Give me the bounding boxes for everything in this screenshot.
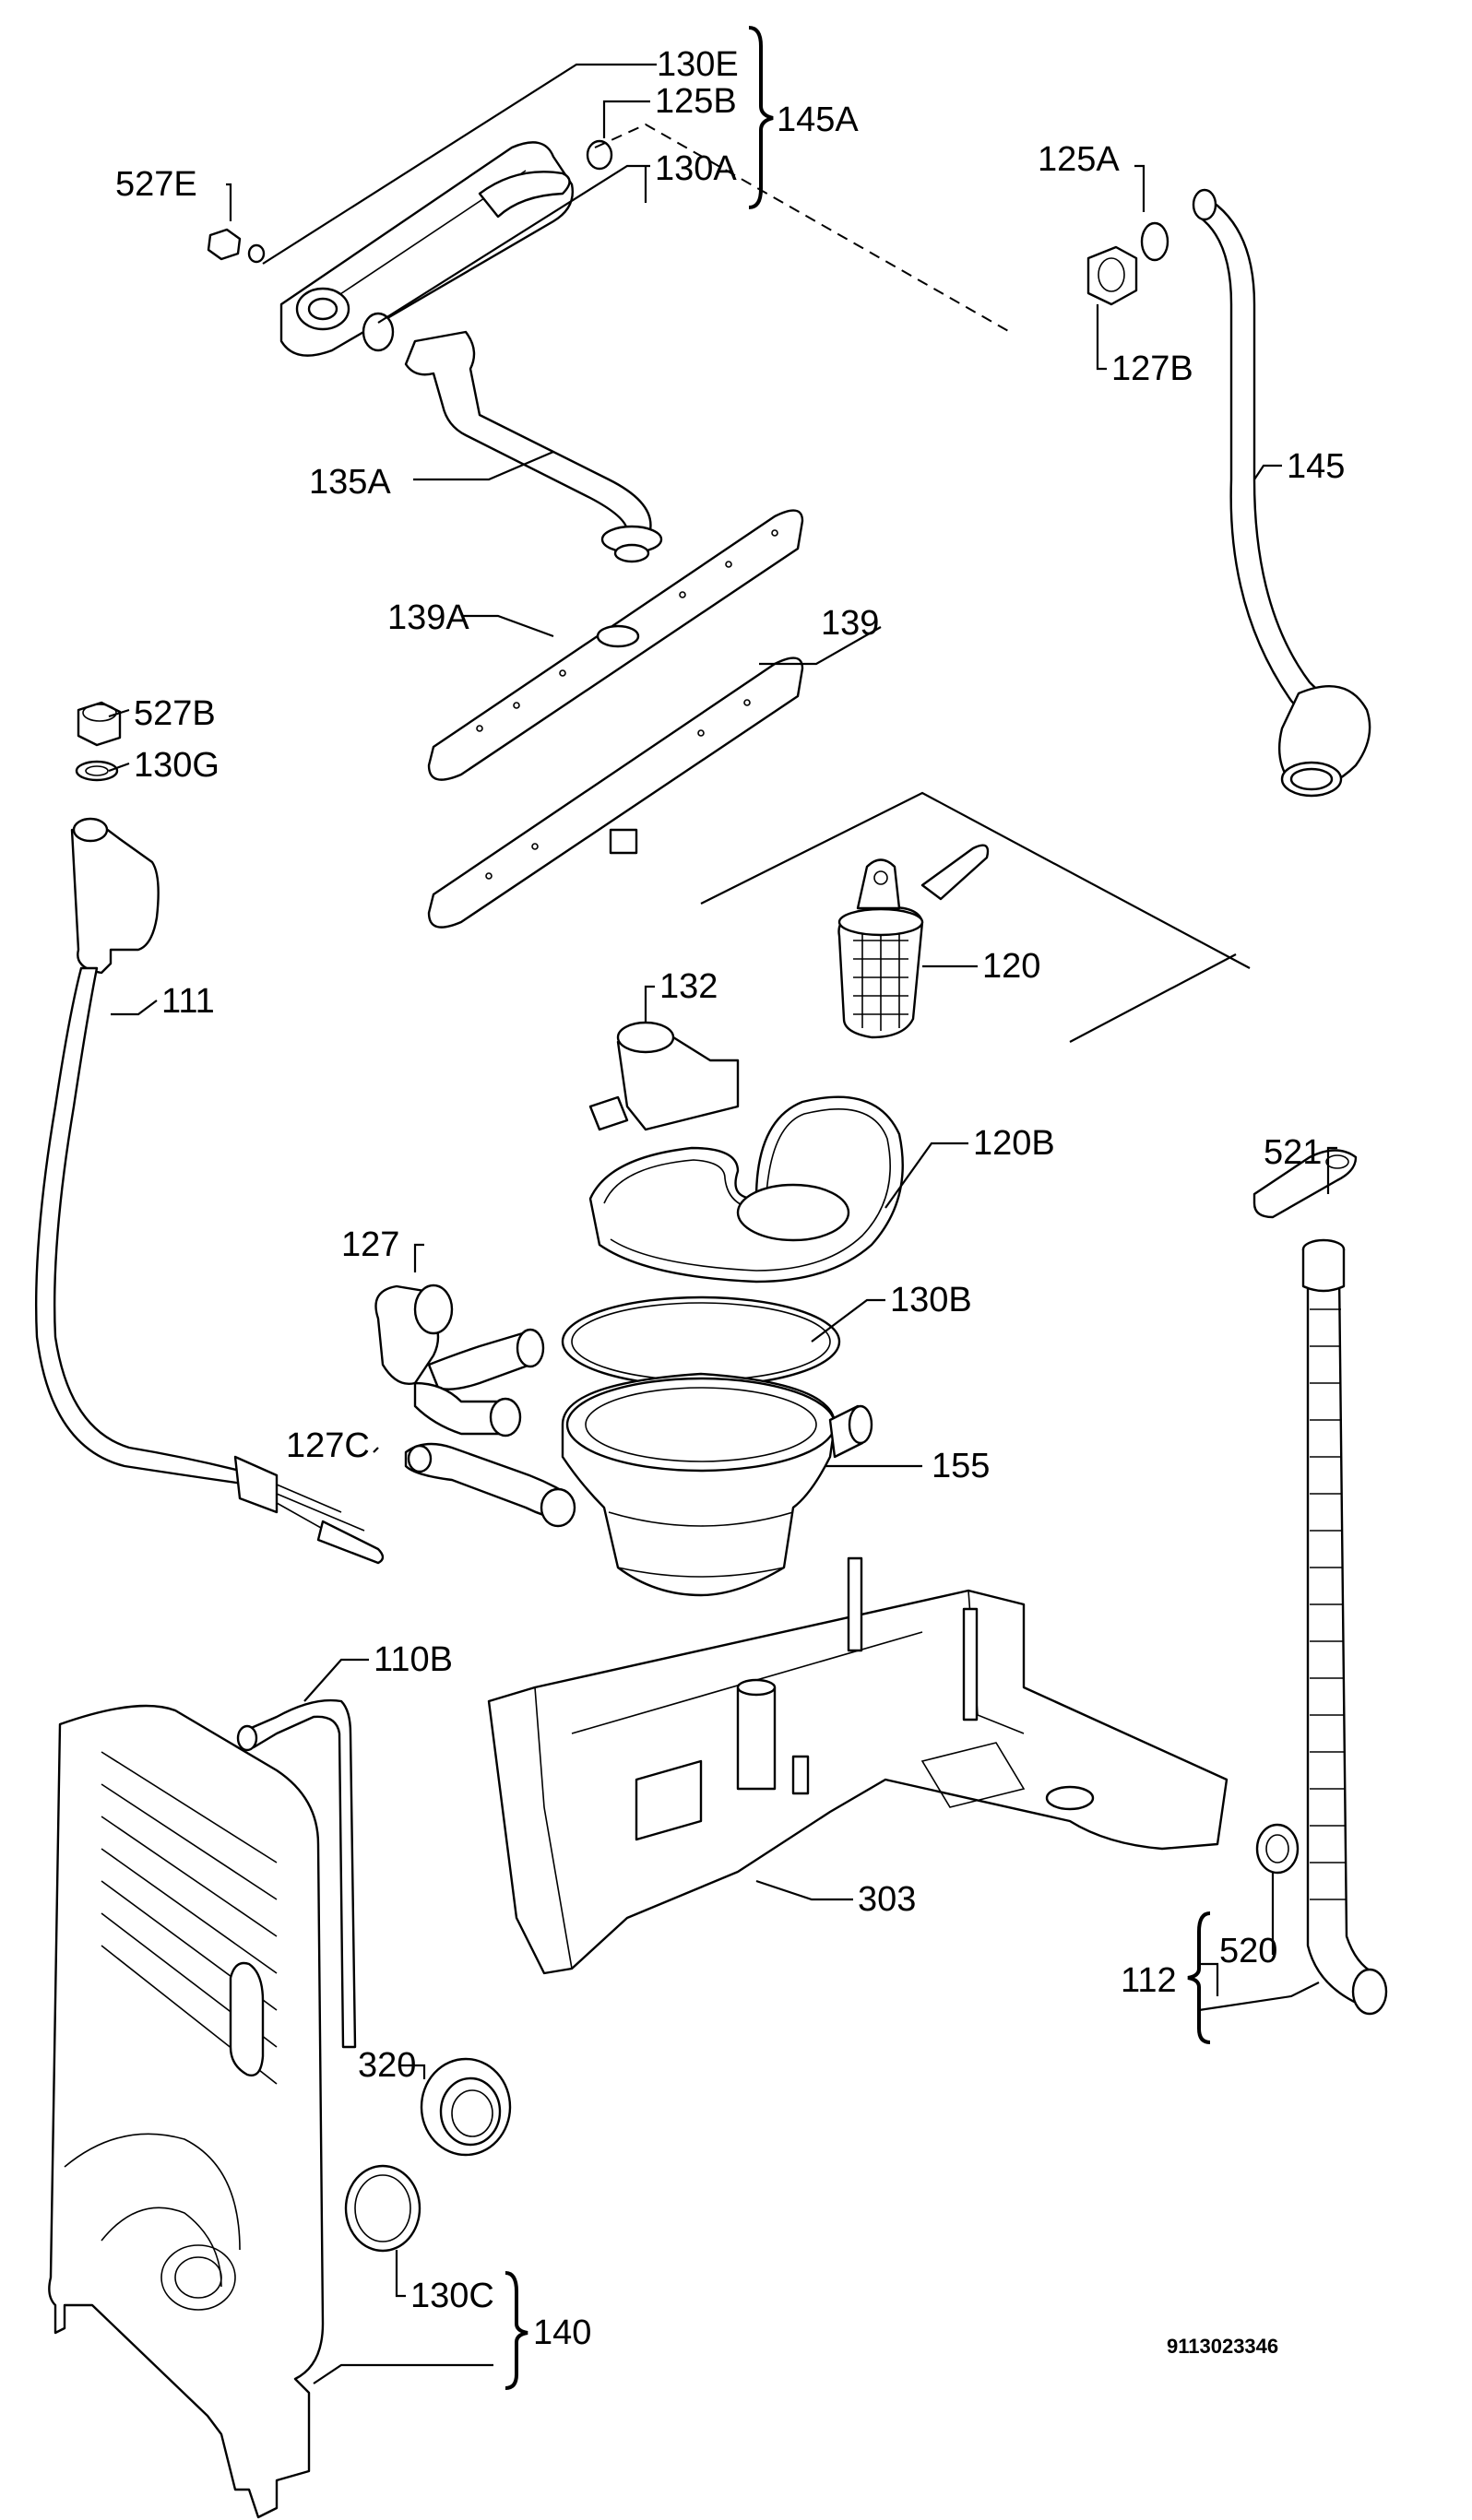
spray-arm-139a-part — [427, 509, 804, 781]
seal-320-part — [420, 2057, 512, 2157]
clip-521-part — [1252, 1149, 1358, 1219]
drain-hose-112-part — [1301, 1238, 1388, 2016]
inlet-hose-111-part — [34, 817, 385, 1565]
label-145: 145 — [1287, 447, 1345, 486]
label-145a: 145A — [777, 101, 859, 139]
label-303: 303 — [858, 1880, 916, 1919]
washer-130g-part — [75, 760, 119, 782]
label-127c: 127C — [286, 1426, 370, 1465]
float-switch-132-part — [588, 1021, 740, 1131]
leader-lines — [108, 63, 1337, 2384]
brace-112 — [1187, 1911, 1211, 2044]
label-140: 140 — [533, 2313, 591, 2352]
hose-145-part — [1192, 188, 1371, 798]
label-155: 155 — [932, 1447, 990, 1485]
label-139: 139 — [821, 604, 879, 643]
label-112: 112 — [1121, 1961, 1177, 2000]
nut-527b-part — [77, 701, 122, 747]
label-130b: 130B — [890, 1281, 972, 1319]
spray-arm-holder-135a-part — [404, 330, 663, 563]
connection-dash-line — [594, 123, 1011, 333]
label-139a: 139A — [387, 598, 469, 637]
label-110b: 110B — [374, 1640, 453, 1679]
seal-120b-part — [588, 1095, 904, 1284]
label-130e: 130E — [657, 45, 739, 84]
ring-125a-part — [1140, 221, 1169, 262]
o-ring-125b-part — [586, 139, 613, 171]
brace-140 — [505, 2271, 528, 2390]
nut-127b-part — [1086, 245, 1138, 306]
label-120: 120 — [982, 947, 1040, 986]
o-ring-130b-part — [561, 1295, 841, 1388]
label-111: 111 — [161, 982, 215, 1021]
label-520: 520 — [1219, 1932, 1277, 1970]
label-527e: 527E — [115, 165, 197, 204]
label-125b: 125B — [655, 82, 737, 121]
label-127b: 127B — [1111, 349, 1193, 388]
label-135a: 135A — [309, 463, 391, 502]
section-divider-lines — [700, 791, 1251, 1043]
hose-127-part — [374, 1284, 545, 1437]
label-125a: 125A — [1038, 140, 1120, 179]
filter-120-part — [837, 844, 990, 1039]
label-130c: 130C — [410, 2277, 494, 2315]
upper-spray-pipe-part — [279, 141, 574, 357]
label-130a: 130A — [655, 149, 737, 188]
spray-arm-139-part — [427, 657, 804, 929]
label-320: 320 — [358, 2046, 416, 2085]
label-127: 127 — [341, 1225, 399, 1264]
nut-527e-part — [207, 228, 266, 264]
label-521: 521 — [1264, 1133, 1322, 1172]
brace-145a — [748, 26, 774, 209]
label-527b: 527B — [134, 694, 216, 733]
sump-155-part — [561, 1372, 873, 1597]
document-id: 9113023346 — [1167, 2335, 1278, 2358]
label-132: 132 — [659, 967, 718, 1006]
hose-110b-part — [236, 1698, 357, 2049]
o-ring-130c-part — [344, 2164, 421, 2253]
label-130g: 130G — [134, 746, 220, 785]
check-valve-520-part — [1255, 1823, 1300, 1875]
base-303-part — [487, 1556, 1229, 1975]
label-120b: 120B — [973, 1124, 1055, 1163]
o-ring-130a-part — [362, 312, 395, 352]
hose-127c-part — [404, 1442, 576, 1528]
water-softener-140-part — [48, 1704, 325, 2519]
